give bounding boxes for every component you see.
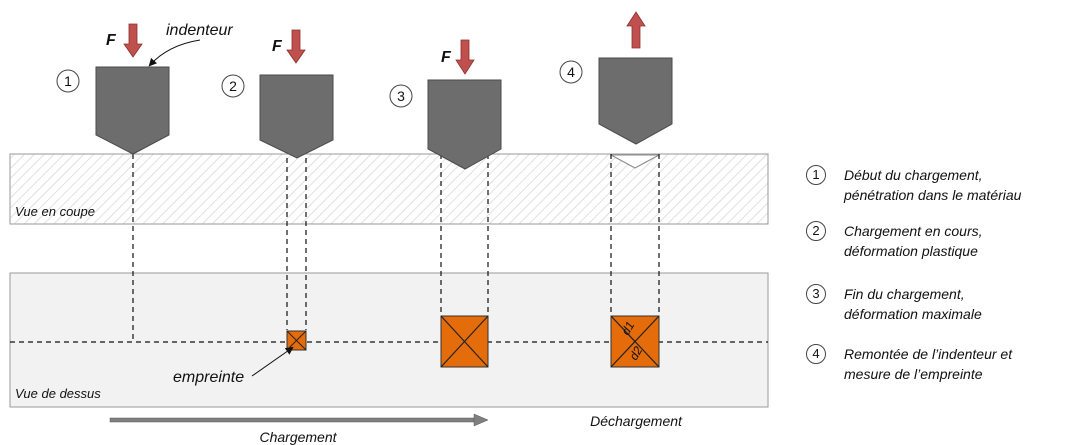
force-arrow-step-1 bbox=[123, 23, 143, 58]
step-marker-4: 4 bbox=[559, 60, 583, 84]
legend-item-4: 4 Remontée de l’indenteur et mesure de l… bbox=[806, 344, 1012, 384]
legend-marker-1: 1 bbox=[806, 165, 826, 185]
svg-text:4: 4 bbox=[567, 64, 575, 80]
svg-text:3: 3 bbox=[397, 88, 405, 104]
force-arrow-step-3 bbox=[455, 39, 475, 75]
imprint-leader-line bbox=[251, 346, 294, 377]
svg-text:2: 2 bbox=[229, 78, 237, 94]
force-label-step-2: F bbox=[272, 38, 283, 55]
legend-marker-2: 2 bbox=[806, 221, 826, 241]
section-view-label: Vue en coupe bbox=[15, 204, 95, 219]
legend-text-1: Début du chargement, pénétration dans le… bbox=[844, 167, 1022, 203]
indenter-label: indenteur bbox=[166, 22, 233, 39]
top-view-label: Vue de dessus bbox=[15, 386, 101, 401]
projection-lines bbox=[132, 154, 660, 342]
imprint-label: empreinte bbox=[173, 369, 244, 386]
residual-imprint-notch bbox=[610, 154, 660, 169]
indenter-leader-line bbox=[148, 39, 201, 67]
unload-arrow-step-4 bbox=[626, 11, 646, 49]
force-arrow-step-2 bbox=[286, 29, 306, 64]
imprint-step-3 bbox=[440, 315, 489, 368]
legend-item-3: 3 Fin du chargement, déformation maximal… bbox=[806, 284, 982, 324]
legend-marker-3: 3 bbox=[806, 284, 826, 304]
step-marker-3: 3 bbox=[389, 84, 413, 108]
svg-text:1: 1 bbox=[64, 73, 72, 89]
indenter-step-4 bbox=[598, 57, 673, 145]
legend-text-2: Chargement en cours, déformation plastiq… bbox=[844, 223, 983, 259]
loading-label: Chargement bbox=[259, 429, 337, 445]
legend-item-1: 1 Début du chargement, pénétration dans … bbox=[806, 165, 1021, 205]
indenter-step-3 bbox=[427, 79, 502, 170]
indenter-step-2 bbox=[259, 74, 334, 159]
loading-progress-arrow bbox=[109, 413, 489, 427]
unloading-label: Déchargement bbox=[590, 413, 683, 429]
step-marker-1: 1 bbox=[56, 69, 80, 93]
force-label-step-3: F bbox=[441, 49, 452, 66]
force-label-step-1: F bbox=[106, 32, 117, 49]
imprint-step-4: d1 d2 bbox=[610, 315, 660, 368]
legend-marker-4: 4 bbox=[806, 344, 826, 364]
section-view-panel bbox=[9, 153, 769, 225]
diagonal-d1-label: d1 bbox=[618, 319, 637, 338]
diagonal-d2-label: d2 bbox=[626, 344, 645, 363]
legend-text-3: Fin du chargement, déformation maximale bbox=[844, 286, 982, 322]
legend-item-2: 2 Chargement en cours, déformation plast… bbox=[806, 221, 983, 261]
legend-text-4: Remontée de l’indenteur et mesure de l’e… bbox=[844, 346, 1013, 382]
indenter-step-1 bbox=[95, 66, 170, 155]
imprint-step-2 bbox=[286, 330, 307, 351]
step-marker-2: 2 bbox=[221, 74, 245, 98]
